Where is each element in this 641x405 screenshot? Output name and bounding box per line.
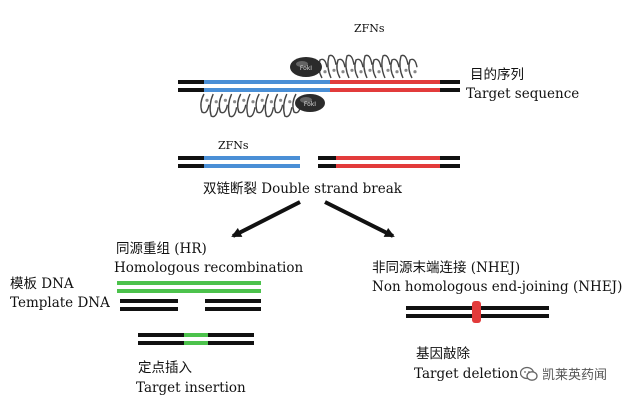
zinc-finger-glyph: [363, 54, 373, 79]
zinc-finger-array-bottom: [200, 93, 302, 118]
foki-label-bottom: FokI: [304, 101, 316, 108]
zinc-finger-glyph: [246, 93, 256, 118]
template-dna: [117, 281, 261, 293]
watermark: 凯莱英药闻: [520, 364, 607, 383]
target-sequence-en: Target sequence: [466, 86, 580, 102]
left-homology-arm: [204, 80, 330, 84]
zinc-finger-glyph: [372, 58, 382, 79]
zinc-finger-dot: [386, 68, 390, 72]
zinc-finger-dot: [368, 68, 372, 72]
zinc-finger-dot: [214, 100, 218, 104]
zinc-finger-glyph: [354, 58, 364, 79]
indel-mark: [472, 301, 481, 323]
zinc-finger-glyph: [282, 93, 293, 118]
zinc-finger-dot: [413, 70, 417, 74]
zinc-finger-dot: [377, 70, 381, 74]
insertion-label-zh: 定点插入: [138, 360, 192, 376]
zinc-finger-dot: [404, 68, 408, 72]
zinc-finger-glyph: [292, 93, 302, 114]
zinc-finger-glyph: [390, 58, 400, 79]
zinc-finger-glyph: [318, 58, 328, 79]
zinc-finger-dot: [260, 98, 264, 102]
zinc-finger-glyph: [218, 93, 229, 114]
zinc-finger-dot: [332, 68, 336, 72]
zinc-finger-glyph: [200, 93, 210, 114]
zinc-finger-dot: [233, 100, 237, 104]
template-dna-en: Template DNA: [10, 295, 110, 311]
zinc-finger-dot: [242, 98, 246, 102]
zinc-finger-glyph: [255, 93, 265, 114]
zinc-finger-glyph: [408, 58, 418, 79]
zinc-finger-glyph: [381, 54, 391, 79]
arrow-to-nhej: [324, 200, 395, 238]
zinc-finger-dot: [269, 100, 273, 104]
insertion-product-dna: [138, 333, 254, 345]
insertion-label-en: Target insertion: [136, 380, 246, 396]
zinc-finger-glyph: [399, 54, 409, 79]
zinc-finger-glyph: [336, 58, 346, 79]
foki-domain-top: FokI: [290, 57, 322, 77]
zinc-finger-dot: [359, 70, 363, 74]
watermark-text: 凯莱英药闻: [542, 368, 608, 383]
wechat-icon: [520, 366, 538, 381]
zinc-finger-glyph: [209, 93, 219, 118]
zinc-finger-dot: [288, 100, 292, 104]
zinc-finger-dot: [350, 68, 354, 72]
deletion-product-dna: [406, 301, 549, 323]
deletion-label-zh: 基因敲除: [416, 346, 470, 362]
zinc-finger-glyph: [264, 93, 275, 118]
zinc-finger-glyph: [273, 93, 284, 114]
zinc-finger-dot: [251, 100, 255, 104]
deletion-label-en: Target deletion: [414, 366, 519, 382]
zinc-finger-dot: [341, 70, 345, 74]
hr-label-en: Homologous recombination: [114, 260, 304, 276]
zinc-finger-dot: [279, 98, 283, 102]
right-homology-arm: [330, 80, 440, 84]
zinc-finger-array-top: [318, 54, 418, 79]
nhej-label-zh: 非同源末端连接 (NHEJ): [372, 260, 521, 276]
zinc-finger-glyph: [327, 54, 337, 79]
target-dna: [178, 80, 460, 92]
nhej-label-en: Non homologous end-joining (NHEJ): [372, 279, 623, 295]
zfns-label-top: ZFNs: [354, 22, 385, 35]
zfns-label-bottom: ZFNs: [218, 139, 249, 152]
foki-domain-bottom: FokI: [295, 94, 325, 112]
zinc-finger-glyph: [345, 54, 355, 79]
template-dna-zh: 模板 DNA: [10, 276, 74, 292]
target-sequence-zh: 目的序列: [470, 67, 524, 83]
hr-label-zh: 同源重组 (HR): [116, 241, 207, 257]
zinc-finger-dot: [223, 98, 227, 102]
cleaved-dna: [178, 156, 460, 168]
hr-broken-dna: [120, 299, 261, 311]
zinc-finger-dot: [205, 98, 209, 102]
zinc-finger-dot: [323, 70, 327, 74]
zinc-finger-glyph: [227, 93, 238, 118]
zinc-finger-glyph: [236, 93, 247, 114]
arrow-to-hr: [231, 200, 301, 238]
double-strand-break-label: 双链断裂 Double strand break: [203, 181, 402, 197]
foki-label-top: FokI: [300, 65, 312, 72]
zinc-finger-dot: [395, 70, 399, 74]
